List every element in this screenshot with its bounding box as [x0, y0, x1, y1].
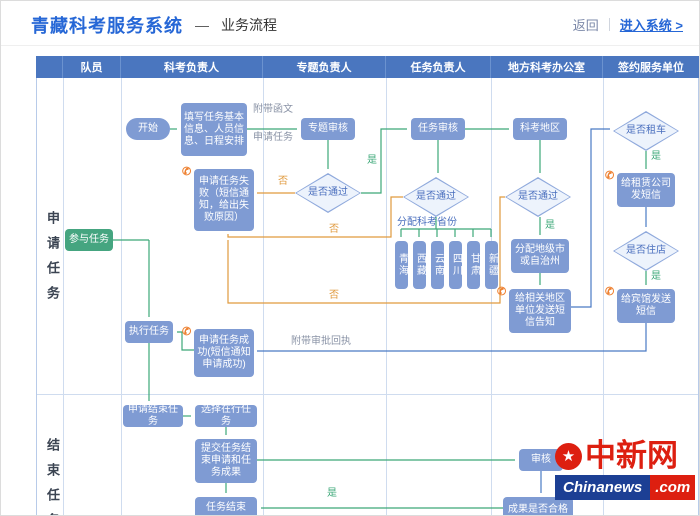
watermark-site: Chinanews — [555, 475, 651, 500]
watermark-domain: Chinanews .com — [555, 475, 697, 500]
lane-header-team-member: 队员 — [63, 56, 121, 78]
flow-node-select-task: 选择在行任务 — [195, 404, 257, 427]
lane-header-local-office: 地方科考办公室 — [491, 56, 603, 78]
edge-label-yes-5: 是 — [327, 488, 337, 499]
header-links: 返回 进入系统 > — [573, 15, 683, 34]
grid-line-v1 — [63, 78, 64, 515]
watermark-site-suffix: .com — [650, 475, 696, 500]
flow-node-region: 科考地区 — [513, 118, 567, 140]
lane-header-corner — [36, 56, 63, 78]
flow-node-topic-review: 专题审核 — [301, 118, 355, 140]
flow-node-apply-end: 申请结束任务 — [123, 404, 183, 427]
lane-header-row: 队员 科考负责人 专题负责人 任务负责人 地方科考办公室 签约服务单位 — [36, 56, 699, 78]
lane-header-task-leader: 任务负责人 — [386, 56, 491, 78]
flow-node-review: 审核 — [519, 449, 563, 471]
edge-label-no-1: 否 — [278, 176, 288, 187]
app-logo: 青藏科考服务系统 — [31, 16, 183, 36]
sms-icon: ✆ — [182, 166, 192, 178]
edge-label-assign-prov: 分配科考省份 — [397, 217, 457, 228]
flow-node-fill-info: 填写任务基本信息、人员信息、日程安排 — [181, 103, 247, 156]
flow-node-assign-city: 分配地级市或自治州 — [511, 239, 569, 273]
flow-node-d-rent-car: 是否租车 — [613, 111, 679, 151]
lane-header-topic-leader: 专题负责人 — [263, 56, 386, 78]
enter-system-link[interactable]: 进入系统 > — [619, 18, 683, 33]
edge-label-yes-2: 是 — [545, 220, 555, 231]
top-bar: 青藏科考服务系统 — 业务流程 返回 进入系统 > — [1, 1, 699, 46]
row-label-apply-task: 申请任务 — [45, 211, 60, 311]
edge-label-no-3: 否 — [329, 290, 339, 301]
flow-node-submit-end: 提交任务结束申请和任务成果 — [195, 439, 257, 483]
edge-label-apply: 申请任务 — [253, 132, 293, 143]
grid-line-h1 — [37, 394, 698, 395]
brand: 青藏科考服务系统 — 业务流程 — [31, 12, 277, 38]
grid-line-v2 — [121, 78, 122, 515]
flow-node-d-hotel: 是否住店 — [613, 231, 679, 271]
flow-node-result-pass: 成果是否合格 — [503, 497, 573, 515]
edge-label-receipt: 附带审批回执 — [291, 336, 351, 347]
chinanews-emblem-icon: ★ — [555, 442, 582, 470]
lane-header-expedition-leader: 科考负责人 — [121, 56, 263, 78]
edge-label-no-2: 否 — [329, 224, 339, 235]
title-divider: — — [195, 17, 209, 33]
flow-node-start: 开始 — [126, 118, 170, 140]
edge-label-yes-3: 是 — [651, 151, 661, 162]
flow-node-exec-task: 执行任务 — [125, 321, 173, 343]
lane-header-service-unit: 签约服务单位 — [603, 56, 699, 78]
link-divider — [608, 18, 610, 31]
back-link[interactable]: 返回 — [572, 18, 599, 33]
watermark-top: ★ 中新网 — [555, 439, 697, 473]
flow-node-task-review: 任务审核 — [411, 118, 465, 140]
watermark-title: 中新网 — [585, 438, 678, 474]
flow-node-join-task: 参与任务 — [65, 229, 113, 251]
page-title: 业务流程 — [221, 17, 277, 33]
flow-node-task-end: 任务结束 — [195, 497, 257, 515]
chinanews-watermark: ★ 中新网 Chinanews .com — [555, 439, 697, 500]
flow-node-apply-success: 申请任务成功(短信通知申请成功)✆ — [182, 326, 254, 377]
flow-node-d-region-pass: 是否通过 — [505, 177, 571, 217]
edge-label-yes-1: 是 — [367, 155, 377, 166]
edge-label-yes-4: 是 — [651, 271, 661, 282]
edge-label-letter: 附带函文 — [253, 104, 293, 115]
row-label-end-task: 结束任务 — [45, 438, 60, 516]
